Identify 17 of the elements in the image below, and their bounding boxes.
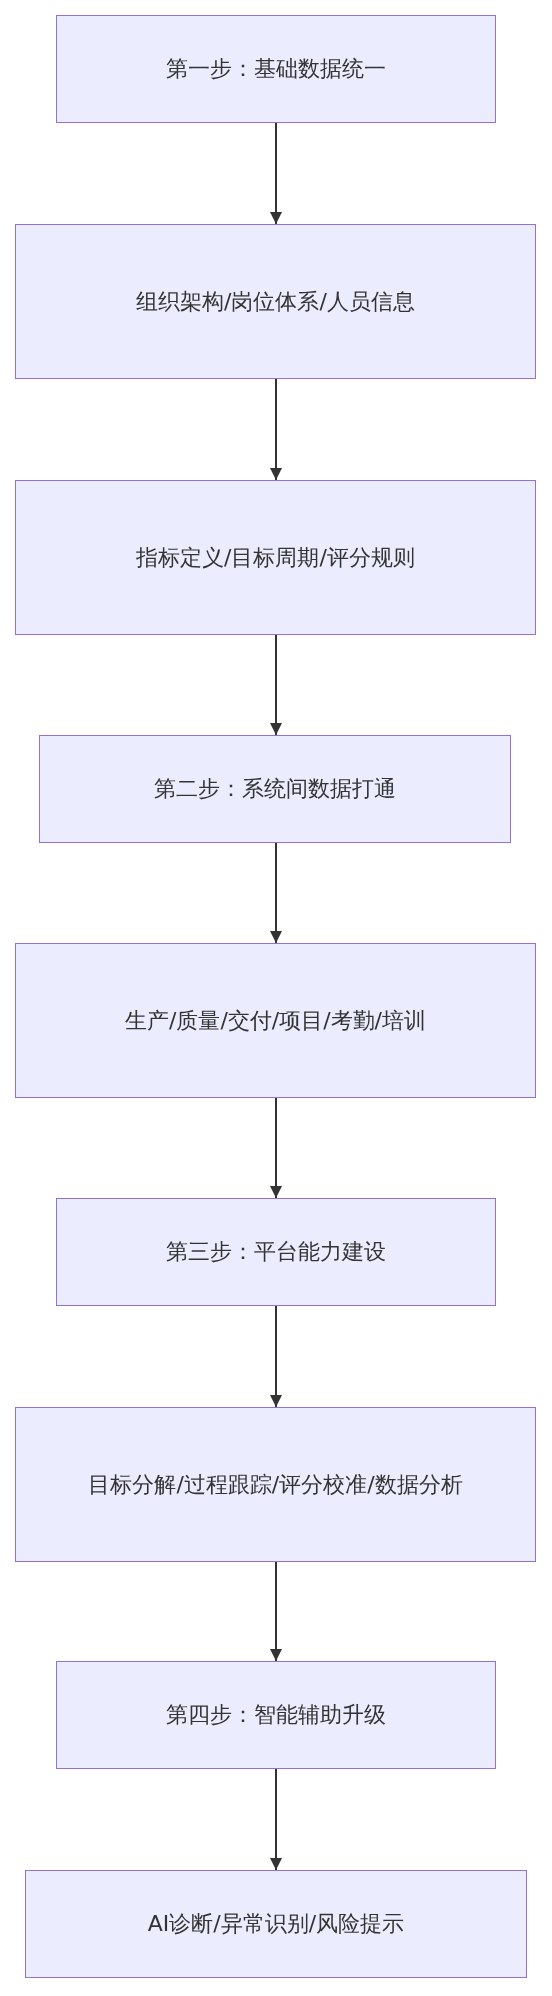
process-box: 第三步：平台能力建设 [56,1198,496,1306]
process-box: 第四步：智能辅助升级 [56,1661,496,1769]
arrow [270,378,282,481]
arrow [270,1305,282,1408]
arrow [270,122,282,225]
process-box: 目标分解/过程跟踪/评分校准/数据分析 [15,1407,536,1562]
process-box: 第一步：基础数据统一 [56,15,496,123]
process-box: 生产/质量/交付/项目/考勤/培训 [15,943,536,1098]
process-box: 组织架构/岗位体系/人员信息 [15,224,536,379]
arrow [270,1561,282,1662]
process-box: 指标定义/目标周期/评分规则 [15,480,536,635]
process-box: 第二步：系统间数据打通 [39,735,511,843]
arrow [270,1768,282,1871]
arrow [270,634,282,736]
arrow [270,842,282,944]
process-box: AI诊断/异常识别/风险提示 [25,1870,527,1978]
arrow [270,1097,282,1199]
